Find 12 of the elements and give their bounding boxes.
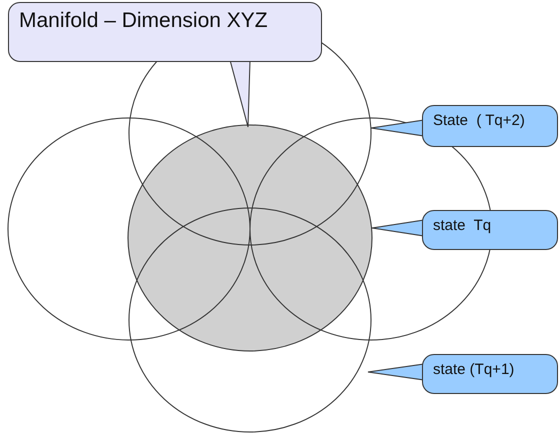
callout-text: State ( Tq+2) — [433, 112, 525, 129]
callout-text: state (Tq+1) — [433, 361, 514, 378]
callout-text: Manifold – Dimension XYZ — [19, 9, 268, 33]
callout-bubble — [8, 2, 322, 62]
callout-pointer — [370, 119, 424, 137]
callout-pointer — [229, 60, 251, 128]
callout-pointer — [372, 219, 424, 237]
callout-pointer — [368, 363, 424, 381]
callout-bubble — [422, 105, 558, 147]
callout-text: state Tq — [433, 217, 492, 234]
callout-bubble — [422, 210, 558, 250]
callout-bubble — [422, 354, 558, 394]
